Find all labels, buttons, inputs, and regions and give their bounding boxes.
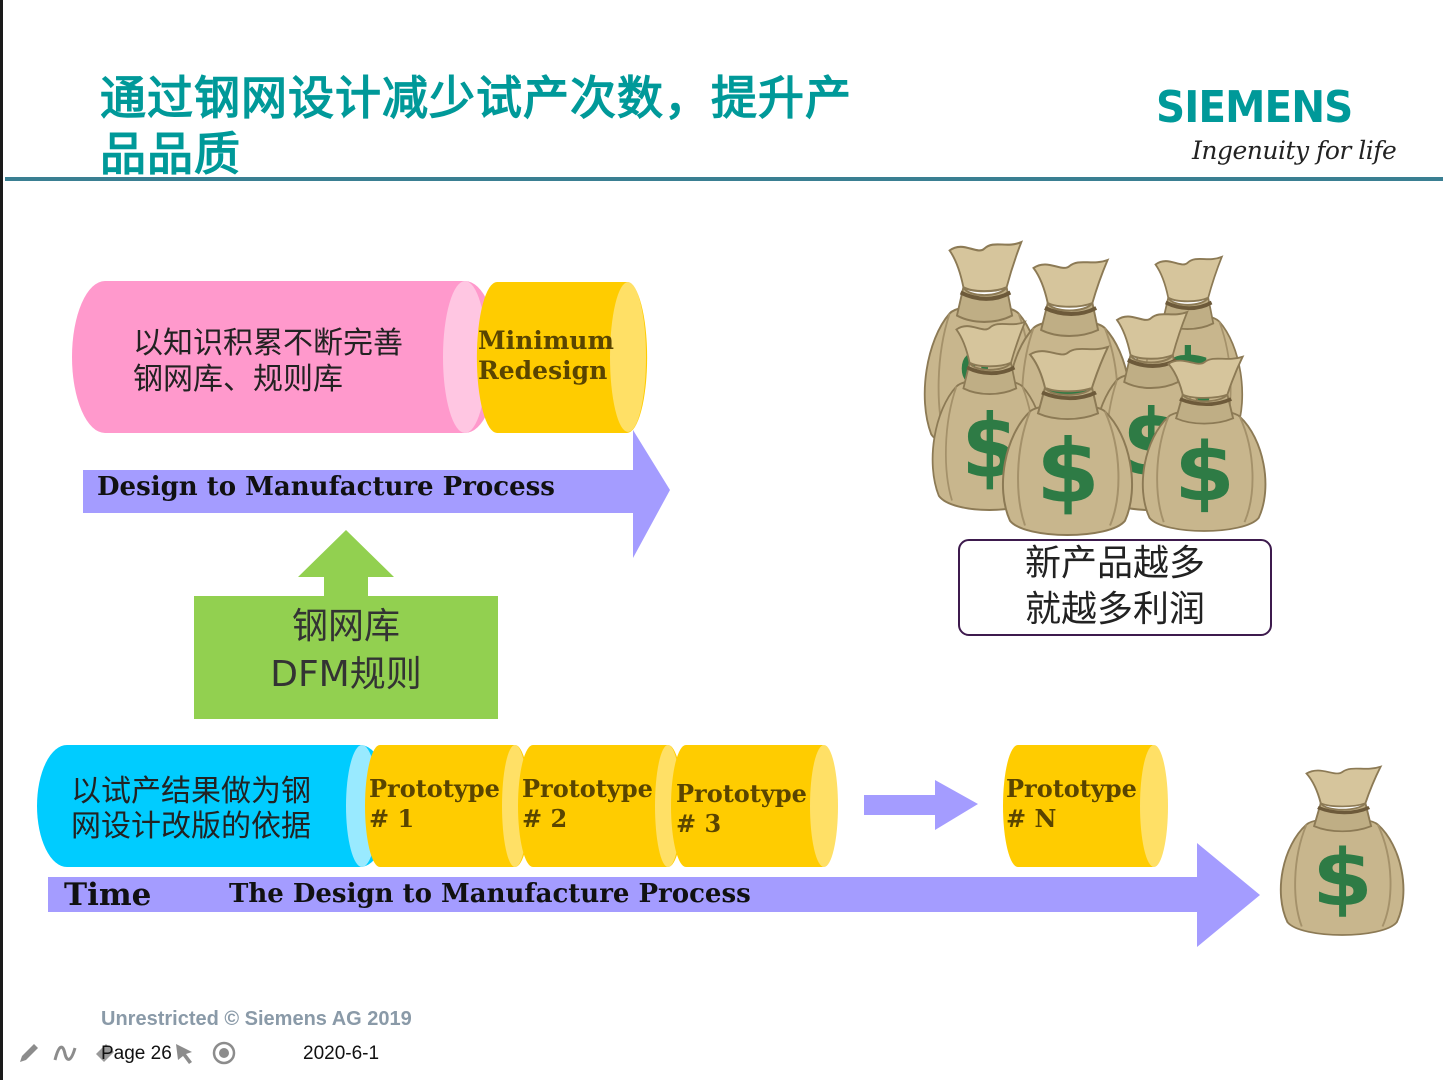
siemens-tagline: Ingenuity for life [1192,136,1397,165]
pink-cylinder-line1: 以知识积累不断完善 [133,326,403,361]
prototype-n-line1: Prototype [1006,774,1137,803]
prototype-1-line1: Prototype [369,774,500,803]
prototype-1-label: Prototype # 1 [369,774,500,834]
pointer-icon[interactable] [176,1044,192,1064]
blue-cylinder-line2: 网设计改版的依据 [71,809,311,844]
green-box-line1: 钢网库 [291,606,400,647]
prototype-2-line2: # 2 [522,804,568,833]
green-box-line2: DFM规则 [270,654,422,695]
blue-cylinder-text: 以试产结果做为钢 网设计改版的依据 [71,774,311,844]
profit-box-line1: 新产品越多 [1024,543,1205,584]
moneybag-single-icon [1278,764,1406,937]
bottom-arrow-label: The Design to Manufacture Process [229,879,751,909]
pink-cylinder-text: 以知识积累不断完善 钢网库、规则库 [133,326,403,398]
minimum-redesign-line2: Redesign [478,356,608,385]
record-icon[interactable] [212,1041,236,1065]
ellipsis-arrow [864,780,978,830]
highlighter-icon[interactable] [53,1045,77,1061]
green-up-arrow [298,530,394,600]
prototype-2-line1: Prototype [522,774,653,803]
prototype-3-line2: # 3 [676,809,722,838]
green-box-bg [194,596,498,719]
profit-box-text: 新产品越多 就越多利润 [959,541,1271,633]
bottom-process-arrow [48,843,1260,947]
prototype-3-line1: Prototype [676,779,807,808]
time-label: Time [64,877,152,913]
prototype-3-label: Prototype # 3 [676,779,807,839]
slide-left-border [0,0,3,1080]
slide-title-line2: 品品质 [100,127,241,181]
top-arrow-label: Design to Manufacture Process [97,472,555,502]
pen-icon[interactable] [20,1044,38,1062]
prototype-cylinder-3 [671,745,838,867]
copyright-text: Unrestricted © Siemens AG 2019 [101,1008,412,1030]
top-process-arrow [83,430,670,558]
green-box-text: 钢网库 DFM规则 [194,603,498,699]
minimum-redesign-cylinder [476,282,648,433]
siemens-logo: SIEMENS [1156,82,1353,133]
blue-cylinder-line1: 以试产结果做为钢 [71,774,311,809]
page-number: Page 26 [101,1043,172,1064]
minimum-redesign-line1: Minimum [478,326,614,355]
prototype-2-label: Prototype # 2 [522,774,653,834]
slide-date: 2020-6-1 [303,1043,380,1064]
minimum-redesign-text: Minimum Redesign [478,326,614,386]
profit-box-border [958,539,1272,636]
prototype-n-label: Prototype # N [1006,774,1137,834]
eraser-icon[interactable] [96,1044,114,1062]
prototype-n-line2: # N [1006,804,1057,833]
prototype-1-line2: # 1 [369,804,415,833]
moneybag-icon [925,242,1268,537]
slide-title-line1: 通过钢网设计减少试产次数，提升产 [100,71,852,125]
pink-cylinder [72,281,498,433]
pink-cylinder-line2: 钢网库、规则库 [133,362,343,397]
slide-title: 通过钢网设计减少试产次数，提升产 品品质 [100,70,900,182]
header-divider [5,177,1443,181]
prototype-cylinder-n [1003,745,1168,867]
profit-box-line2: 就越多利润 [1024,589,1205,630]
